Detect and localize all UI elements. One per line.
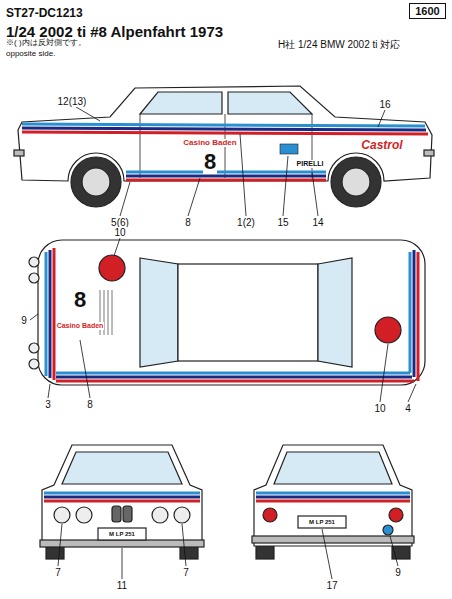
- note-text: opposite side.: [6, 50, 55, 59]
- race-number: 8: [73, 288, 87, 312]
- plate-text: M LP 251: [308, 519, 336, 526]
- callout-number: 16: [378, 99, 391, 110]
- callout-number: 15: [276, 217, 289, 228]
- sponsor-text: PIRELLI: [296, 160, 325, 168]
- callout-number: 8: [86, 399, 94, 410]
- callout-number: 14: [311, 217, 324, 228]
- callout-number: 9: [20, 315, 28, 326]
- race-number: 8: [203, 150, 217, 174]
- callout-number: 4: [404, 403, 412, 414]
- callout-number: 11: [116, 580, 128, 591]
- plate-text: M LP 251: [108, 531, 136, 538]
- callout-number: 9: [394, 567, 402, 578]
- price-box: 1600: [409, 3, 446, 19]
- sponsor-text: Casino Baden: [56, 322, 105, 330]
- side-view: [14, 86, 434, 207]
- callout-number: 17: [325, 580, 338, 591]
- code-text: ST27-DC1213: [6, 7, 83, 20]
- kit-text: H社 1/24 BMW 2002 ti 対応: [278, 39, 400, 50]
- callout-number: 10: [113, 227, 126, 238]
- callout-number: 1(2): [236, 217, 256, 228]
- callout-number: 7: [182, 567, 190, 578]
- rear-view: [252, 445, 414, 559]
- top-view: [29, 240, 425, 385]
- sponsor-text: Casino Baden: [182, 139, 237, 148]
- callout-number: 8: [184, 217, 192, 228]
- callout-number: 12(13): [57, 96, 88, 107]
- sponsor-text: Castrol: [360, 139, 403, 152]
- callout-number: 3: [44, 399, 52, 410]
- leader-lines: [30, 107, 416, 579]
- price-text: 1600: [410, 5, 445, 17]
- callout-number: 7: [54, 567, 62, 578]
- note-text: ※( )内は反対側です。: [6, 39, 86, 48]
- front-view: [40, 445, 204, 559]
- callout-number: 10: [373, 403, 386, 414]
